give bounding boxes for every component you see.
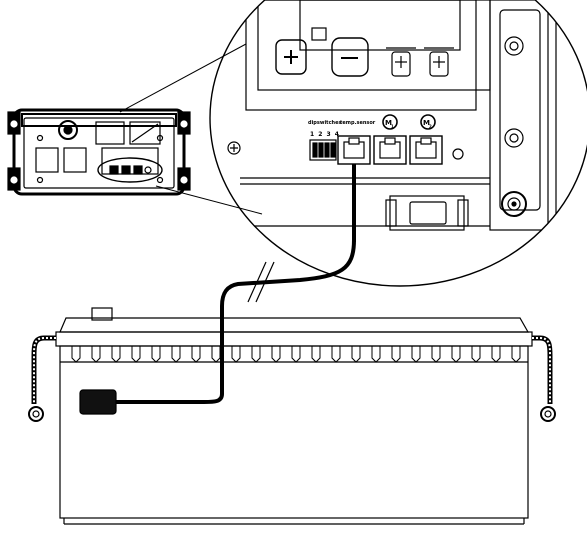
dip-switch [309,139,337,161]
cable-break-mark [255,261,275,303]
minus-terminal-icon [331,37,369,77]
terminal-2 [424,47,454,77]
dip-switch-numbers: 1 2 3 4 [310,131,340,138]
battery-handle-left [28,335,56,422]
controller-overview [7,108,191,196]
screw-icon [501,191,527,217]
magnified-view [227,0,587,242]
port-m1-label: M [385,119,392,127]
temp-sensor-label: temp.sensor [340,120,376,126]
cable-clamp [385,195,469,231]
port-m2-sub: 2 [429,124,432,129]
temp-sensor-jack [337,135,371,165]
magnifier-outline [209,0,587,287]
battery-handle-right [532,335,556,422]
rj-jack-icon [409,135,443,165]
zoom-line-bottom [155,185,263,215]
dip-switch-label: dipswitches [308,120,341,126]
battery-ribs [71,346,521,363]
plus-terminal-icon [275,39,307,75]
indicator-led [452,148,464,160]
sensor-cable [114,239,356,404]
temperature-sensor [79,389,117,415]
zoom-line-top [119,43,247,113]
port-m1-sub: 1 [391,124,394,129]
screw-icon [227,141,241,155]
cable-break-mark [247,261,267,303]
port-m2-label: M [423,119,430,127]
terminal-1 [386,47,416,77]
battery [28,307,556,525]
port-m1-badge [382,114,398,130]
rj-jack-icon [373,135,407,165]
port-m2-badge [420,114,436,130]
